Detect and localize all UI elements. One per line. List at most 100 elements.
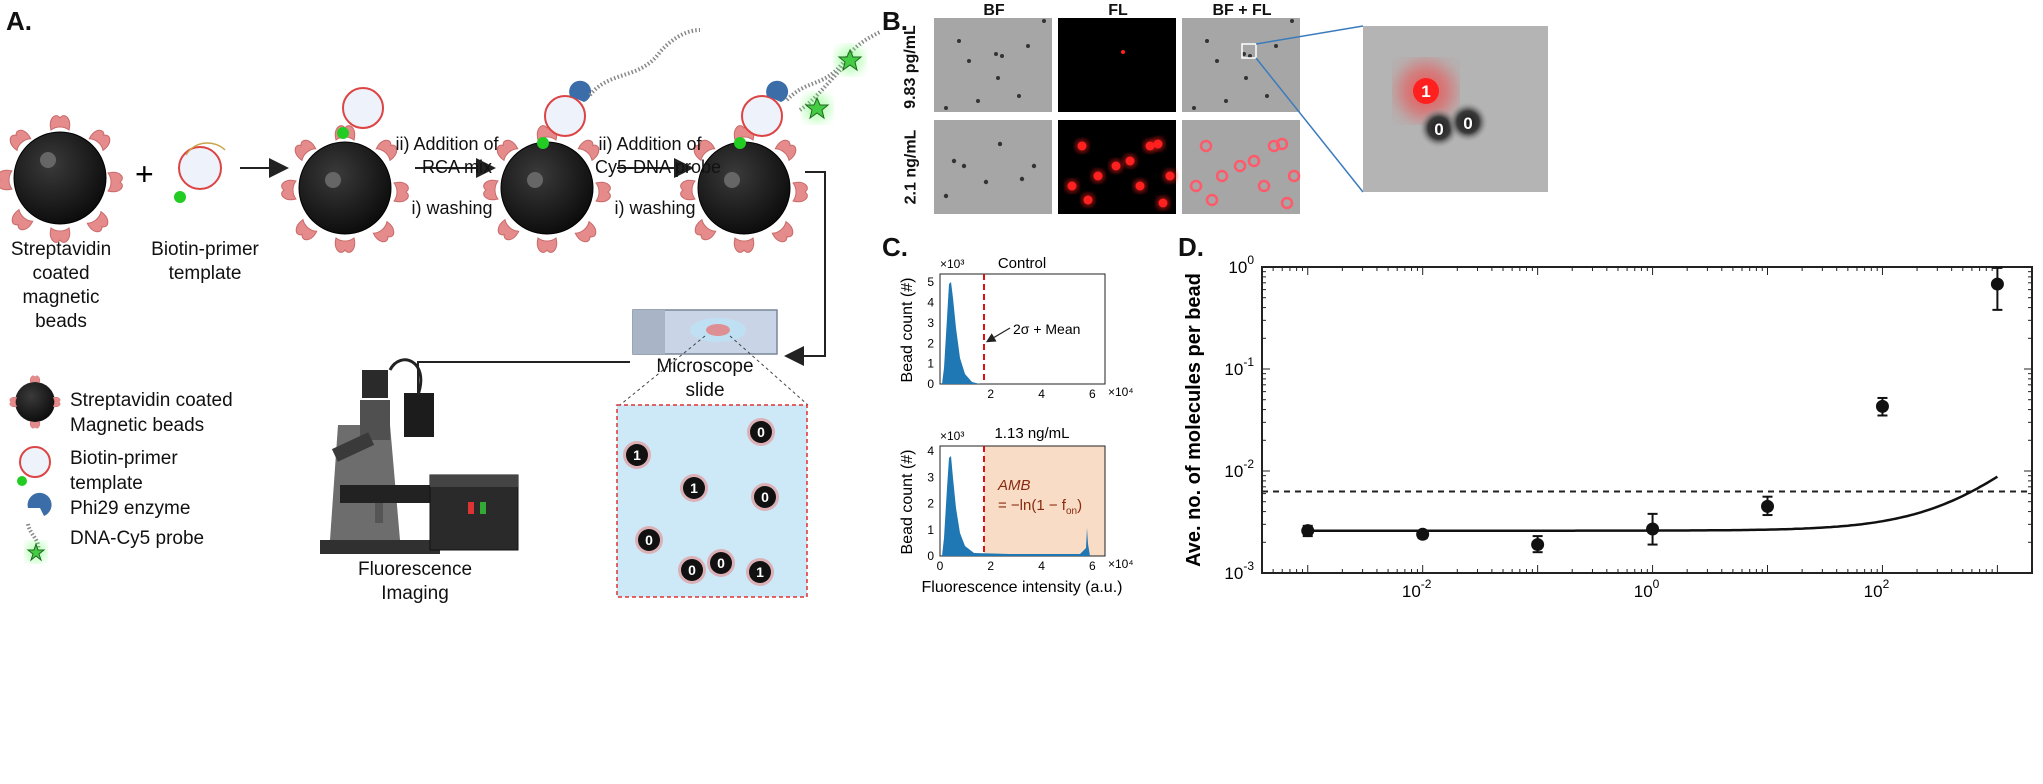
col-header-bf-fl: BF + FL <box>1212 2 1272 19</box>
d-plot-frame <box>1261 266 2033 574</box>
legend-probe-icon <box>26 523 46 562</box>
merged-bead-dot <box>1290 19 1294 23</box>
fl-spot <box>1125 156 1135 166</box>
sample-y-tick: 1 <box>927 523 934 537</box>
merged-image-bottom <box>1182 120 1300 214</box>
d-data-point <box>1531 538 1545 552</box>
zoom-label-1: 1 <box>1421 82 1430 101</box>
arrow-to-microscope <box>408 361 630 414</box>
control-y-tick: 4 <box>927 296 934 310</box>
zoom-bead: 0 <box>750 421 772 443</box>
merged-bead-dot <box>1274 44 1278 48</box>
biotin-primer-template-icon <box>174 142 226 203</box>
bf-bead-dot <box>943 193 949 199</box>
c-ylabel-top: Bead count (#) <box>899 278 916 383</box>
bf-bead-dot <box>1017 94 1021 98</box>
zoom-label-3: 0 <box>1463 114 1472 133</box>
bf-bead-dot <box>1026 44 1030 48</box>
control-x-tick: 4 <box>1038 387 1045 401</box>
row-label-1: 9.83 pg/mL <box>902 25 920 109</box>
sample-title: 1.13 ng/mL <box>994 425 1069 442</box>
d-ylabel: Ave. no. of molecules per bead <box>1183 273 1205 567</box>
panel-a-letter: A. <box>6 6 32 36</box>
bf-bead-dot <box>1000 54 1004 58</box>
sample-x-tick: 4 <box>1038 559 1045 573</box>
control-y-exp: ×10³ <box>940 257 964 271</box>
d-x-tick-label: 100 <box>1634 577 1660 601</box>
control-x-exp: ×10⁴ <box>1108 385 1134 399</box>
merged-bead-dot <box>1248 54 1252 58</box>
bf-bead-dot <box>967 59 971 63</box>
row-label-2-box: 2.1 ng/mL <box>896 120 926 214</box>
merged-bead-dot <box>1244 76 1248 80</box>
formula-line-2: = −ln(1 − fon) <box>998 497 1082 517</box>
bf-bead-dot <box>1042 19 1046 23</box>
control-y-tick: 2 <box>927 336 934 350</box>
fl-spot <box>1135 181 1145 191</box>
merged-spot <box>1257 179 1271 193</box>
fl-spot <box>1093 171 1103 181</box>
d-data-point <box>1875 399 1889 413</box>
merged-spot <box>1267 139 1281 153</box>
merged-image-top <box>1182 18 1300 112</box>
fl-spot <box>1067 181 1077 191</box>
merged-bead-dot <box>1205 39 1209 43</box>
bf-bead-dot <box>997 141 1003 147</box>
col-header-bf: BF <box>983 2 1005 19</box>
sample-y-tick: 4 <box>927 444 934 458</box>
legend-probe-label: DNA-Cy5 probe <box>70 528 205 549</box>
sample-y-exp: ×10³ <box>940 429 964 443</box>
bf-bead-dot <box>1019 176 1025 182</box>
d-data-point <box>1301 524 1315 538</box>
panel-c-letter: C. <box>882 232 908 262</box>
control-annotation: 2σ + Mean <box>1013 321 1080 337</box>
sample-x-exp: ×10⁴ <box>1108 557 1134 571</box>
d-data-point <box>1990 277 2004 291</box>
merged-spot <box>1189 179 1203 193</box>
control-y-tick: 3 <box>927 316 934 330</box>
d-y-tick-label: 10-3 <box>1224 559 1254 583</box>
magnetic-bead-2 <box>281 87 409 253</box>
zoom-label-2: 0 <box>1434 120 1443 139</box>
fl-spot <box>1121 50 1125 54</box>
merged-bead-dot <box>1265 94 1269 98</box>
legend-enzyme-label: Phi29 enzyme <box>70 498 191 519</box>
step-rca: ii) Addition of RCA mix i) washing <box>395 134 499 218</box>
fl-image-top <box>1058 18 1176 112</box>
col-header-fl: FL <box>1108 2 1128 19</box>
zoom-box <box>1241 43 1257 59</box>
fl-spot <box>1083 195 1093 205</box>
d-data-point <box>1646 522 1660 536</box>
c-ylabel-bottom: Bead count (#) <box>899 450 916 555</box>
bf-bead-dot <box>996 76 1000 80</box>
control-y-tick: 5 <box>927 275 934 289</box>
sample-histogram <box>942 456 1090 556</box>
zoom-bead: 1 <box>683 477 705 499</box>
bf-bead-dot <box>951 158 957 164</box>
bf-bead-dot <box>944 106 948 110</box>
merged-spot <box>1280 196 1294 210</box>
fl-spot <box>1165 171 1175 181</box>
sample-y-tick: 3 <box>927 470 934 484</box>
bf-image-top <box>934 18 1052 112</box>
fl-spot <box>1077 141 1087 151</box>
fluorescence-microscope-icon <box>320 358 519 554</box>
merged-spot <box>1275 137 1289 151</box>
magnetic-bead-1 <box>0 115 123 243</box>
row-label-1-box: 9.83 pg/mL <box>896 20 926 114</box>
control-plot-frame <box>939 273 1106 385</box>
control-x-tick: 6 <box>1089 387 1096 401</box>
merged-spot <box>1233 159 1247 173</box>
merged-spot <box>1205 193 1219 207</box>
sample-x-tick: 0 <box>937 559 944 573</box>
bf-bead-dot <box>983 179 989 185</box>
fl-spot <box>1145 141 1155 151</box>
legend-template-icon <box>17 446 51 486</box>
sample-x-tick: 2 <box>987 559 994 573</box>
magnetic-bead-4 <box>680 30 881 253</box>
